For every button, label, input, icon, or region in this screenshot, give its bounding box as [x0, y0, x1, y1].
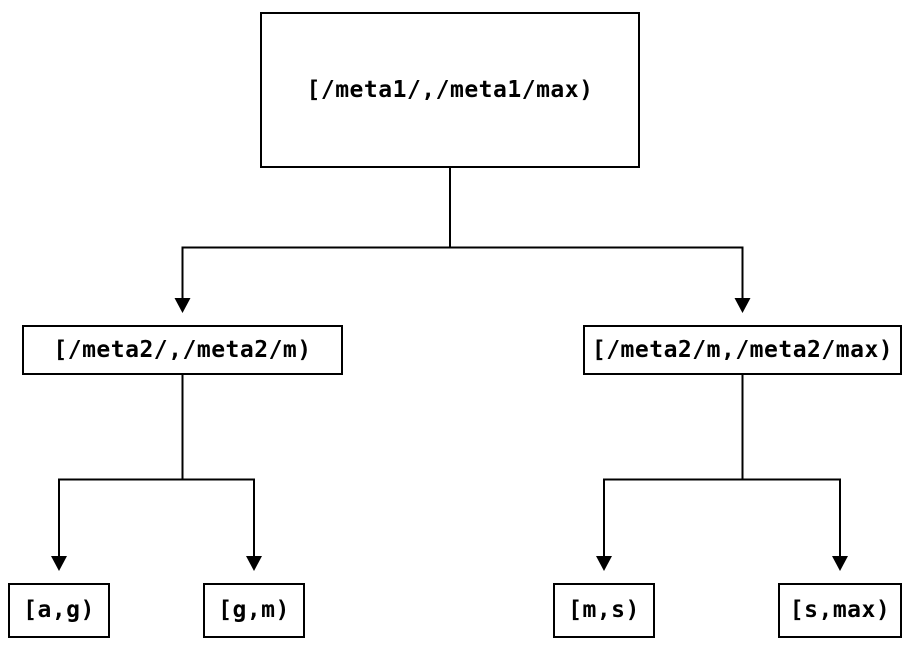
- arrowhead-icon: [734, 298, 751, 313]
- node-label: [g,m): [218, 597, 290, 623]
- tree-node-leaf-a-g: [a,g): [8, 583, 110, 638]
- tree-node-leaf-s-max: [s,max): [778, 583, 902, 638]
- tree-node-meta2-high: [/meta2/m,/meta2/max): [583, 325, 902, 375]
- node-label: [m,s): [568, 597, 640, 623]
- arrowhead-icon: [246, 556, 262, 571]
- edge-meta2-high-to-leaf-s-max: [741, 375, 841, 557]
- node-label: [s,max): [789, 597, 891, 623]
- edge-root-to-meta2-high: [449, 168, 744, 299]
- arrowhead-icon: [596, 556, 612, 571]
- arrowhead-icon: [174, 298, 191, 313]
- node-label: [/meta2/,/meta2/m): [53, 336, 312, 363]
- node-label: [/meta2/m,/meta2/max): [591, 336, 894, 363]
- tree-node-meta2-low: [/meta2/,/meta2/m): [22, 325, 343, 375]
- arrowhead-icon: [832, 556, 848, 571]
- arrowhead-icon: [51, 556, 67, 571]
- edge-meta2-low-to-leaf-a-g: [58, 375, 184, 557]
- edge-meta2-high-to-leaf-m-s: [603, 375, 744, 557]
- edge-meta2-low-to-leaf-g-m: [181, 375, 255, 557]
- node-label: [a,g): [23, 597, 95, 623]
- tree-node-root: [/meta1/,/meta1/max): [260, 12, 640, 168]
- tree-node-leaf-m-s: [m,s): [553, 583, 655, 638]
- tree-node-leaf-g-m: [g,m): [203, 583, 305, 638]
- edge-root-to-meta2-low: [181, 168, 451, 299]
- node-label: [/meta1/,/meta1/max): [306, 76, 594, 103]
